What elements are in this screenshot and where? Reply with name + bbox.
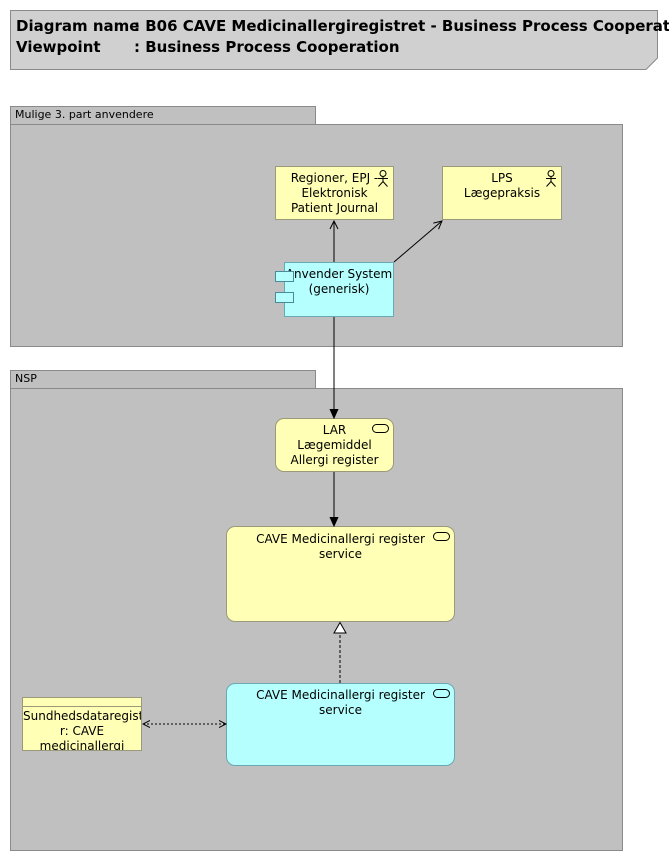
anvender-line-1: Anvender System: [285, 267, 393, 281]
diagram-header: Diagram name: B06 CAVE Medicinallergireg…: [10, 10, 669, 70]
cave-business-line-1: CAVE Medicinallergi register: [256, 532, 425, 546]
viewpoint-value: : Business Process Cooperation: [134, 38, 400, 56]
group-third-party-tab[interactable]: Mulige 3. part anvendere: [10, 106, 316, 125]
service-cave-business[interactable]: CAVE Medicinallergi register service: [226, 526, 455, 622]
actor-icon: [546, 170, 556, 187]
service-cave-application[interactable]: CAVE Medicinallergi register service: [226, 683, 455, 766]
lar-line-2: Lægemiddel: [297, 438, 372, 452]
actor-icon: [378, 170, 388, 187]
header-note-shape: [10, 10, 658, 70]
component-tab-icon: [275, 271, 294, 282]
sundhedsdata-line-3: medicinallergi: [39, 739, 125, 751]
object-sundhedsdataregister[interactable]: Sundhedsdataregiste r: CAVE medicinaller…: [22, 697, 142, 751]
lar-line-1: LAR: [322, 423, 347, 437]
service-icon: [433, 689, 450, 698]
diagram-name-row: Diagram name: B06 CAVE Medicinallergireg…: [16, 16, 669, 36]
actor-lps[interactable]: LPS Lægepraksis: [442, 166, 562, 220]
service-icon: [372, 424, 389, 433]
sundhedsdata-line-2: r: CAVE: [59, 724, 105, 738]
cave-app-line-1: CAVE Medicinallergi register: [256, 688, 425, 702]
viewpoint-row: Viewpoint : Business Process Cooperation: [16, 37, 400, 57]
service-lar[interactable]: LAR Lægemiddel Allergi register: [275, 418, 394, 472]
sundhedsdata-line-1: Sundhedsdataregiste: [23, 709, 142, 723]
lps-line-1: LPS: [491, 171, 513, 185]
diagram-name-value: : B06 CAVE Medicinallergiregistret - Bus…: [134, 17, 669, 35]
group-nsp-tab[interactable]: NSP: [10, 370, 316, 389]
regioner-line-1: Regioner, EPJ -: [290, 171, 379, 185]
object-header-band: [23, 698, 141, 707]
regioner-line-2: Elektronisk: [301, 186, 368, 200]
lps-line-2: Lægepraksis: [463, 186, 541, 200]
group-third-party-label: Mulige 3. part anvendere: [15, 108, 154, 121]
diagram-name-label: Diagram name: [16, 17, 140, 35]
actor-regioner-epj[interactable]: Regioner, EPJ - Elektronisk Patient Jour…: [275, 166, 394, 220]
anvender-line-2: (generisk): [308, 282, 370, 296]
lar-line-3: Allergi register: [290, 453, 379, 467]
cave-app-line-2: service: [319, 703, 362, 717]
group-nsp-label: NSP: [15, 372, 37, 385]
component-anvender-system[interactable]: Anvender System (generisk): [284, 262, 394, 317]
viewpoint-label: Viewpoint: [16, 38, 101, 56]
component-tab-icon: [275, 292, 294, 303]
cave-business-line-2: service: [319, 547, 362, 561]
service-icon: [433, 532, 450, 541]
regioner-line-3: Patient Journal: [290, 201, 379, 215]
